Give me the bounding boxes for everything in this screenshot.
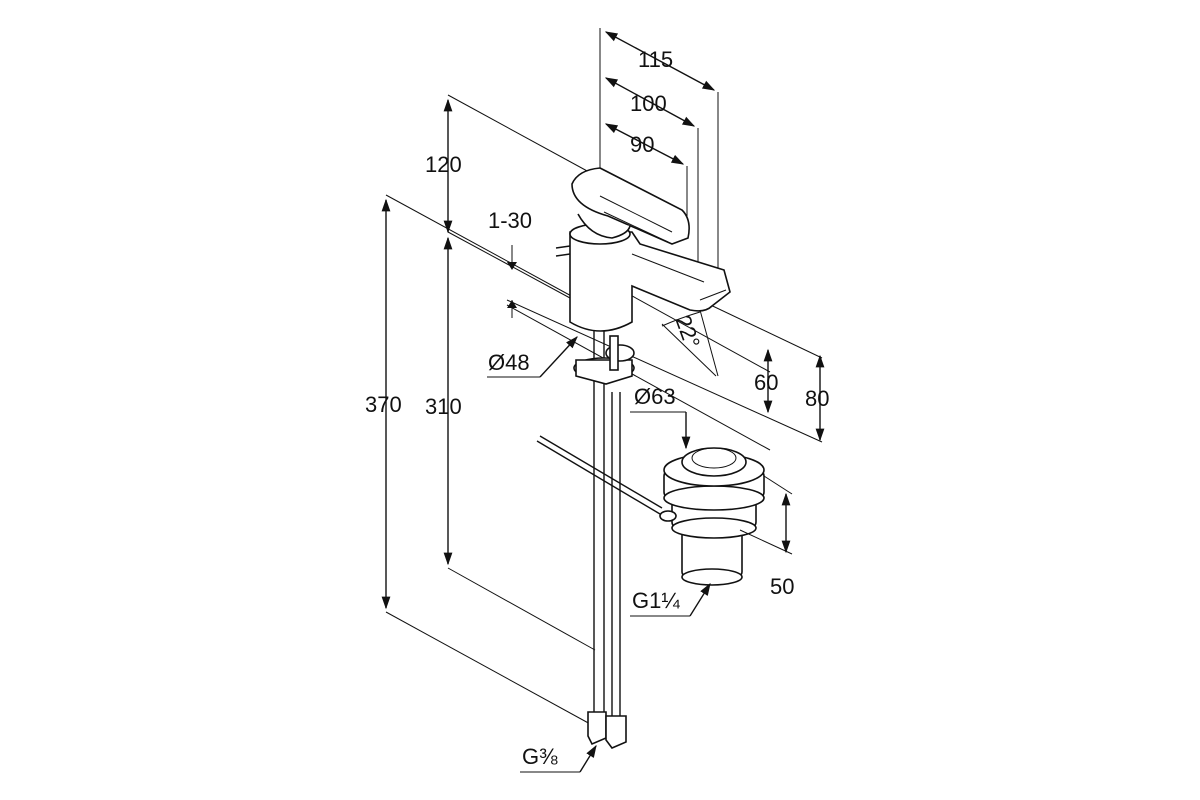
g3-8-label: G⅜ — [522, 744, 558, 769]
dim-115-label: 115 — [638, 47, 673, 72]
dim-310-label: 310 — [425, 394, 462, 419]
dimension-90: 90 — [604, 123, 688, 236]
dim-100-label: 100 — [630, 91, 667, 116]
faucet-body — [536, 167, 731, 749]
dimension-120: 120 — [425, 94, 601, 234]
dim-1-30-label: 1-30 — [488, 208, 532, 233]
angle-22-label: 22° — [670, 312, 705, 352]
dimension-dia48: Ø48 — [487, 336, 578, 378]
dim-50-label: 50 — [770, 574, 794, 599]
pop-up-waste — [659, 447, 765, 586]
g1-1-4-label: G1¼ — [632, 588, 680, 613]
dimension-50: 50 — [739, 475, 794, 599]
dimension-115: 115 — [599, 28, 719, 268]
dim-90-label: 90 — [630, 132, 654, 157]
dimension-dia63: Ø63 — [630, 384, 691, 450]
angle-22: 22° — [661, 309, 719, 377]
dim-370-label: 370 — [365, 392, 402, 417]
dim-60-label: 60 — [754, 370, 778, 395]
thread-g1-1-4: G1¼ — [630, 582, 711, 617]
dimension-60-80: 60 80 — [506, 291, 829, 451]
thread-g3-8: G⅜ — [520, 744, 597, 773]
dimension-370: 370 — [365, 194, 593, 726]
dia63-label: Ø63 — [634, 384, 676, 409]
dimension-100: 100 — [604, 77, 699, 268]
dimension-310: 310 — [425, 231, 596, 651]
dim-120-label: 120 — [425, 152, 462, 177]
dim-80-label: 80 — [805, 386, 829, 411]
dia48-label: Ø48 — [488, 350, 530, 375]
